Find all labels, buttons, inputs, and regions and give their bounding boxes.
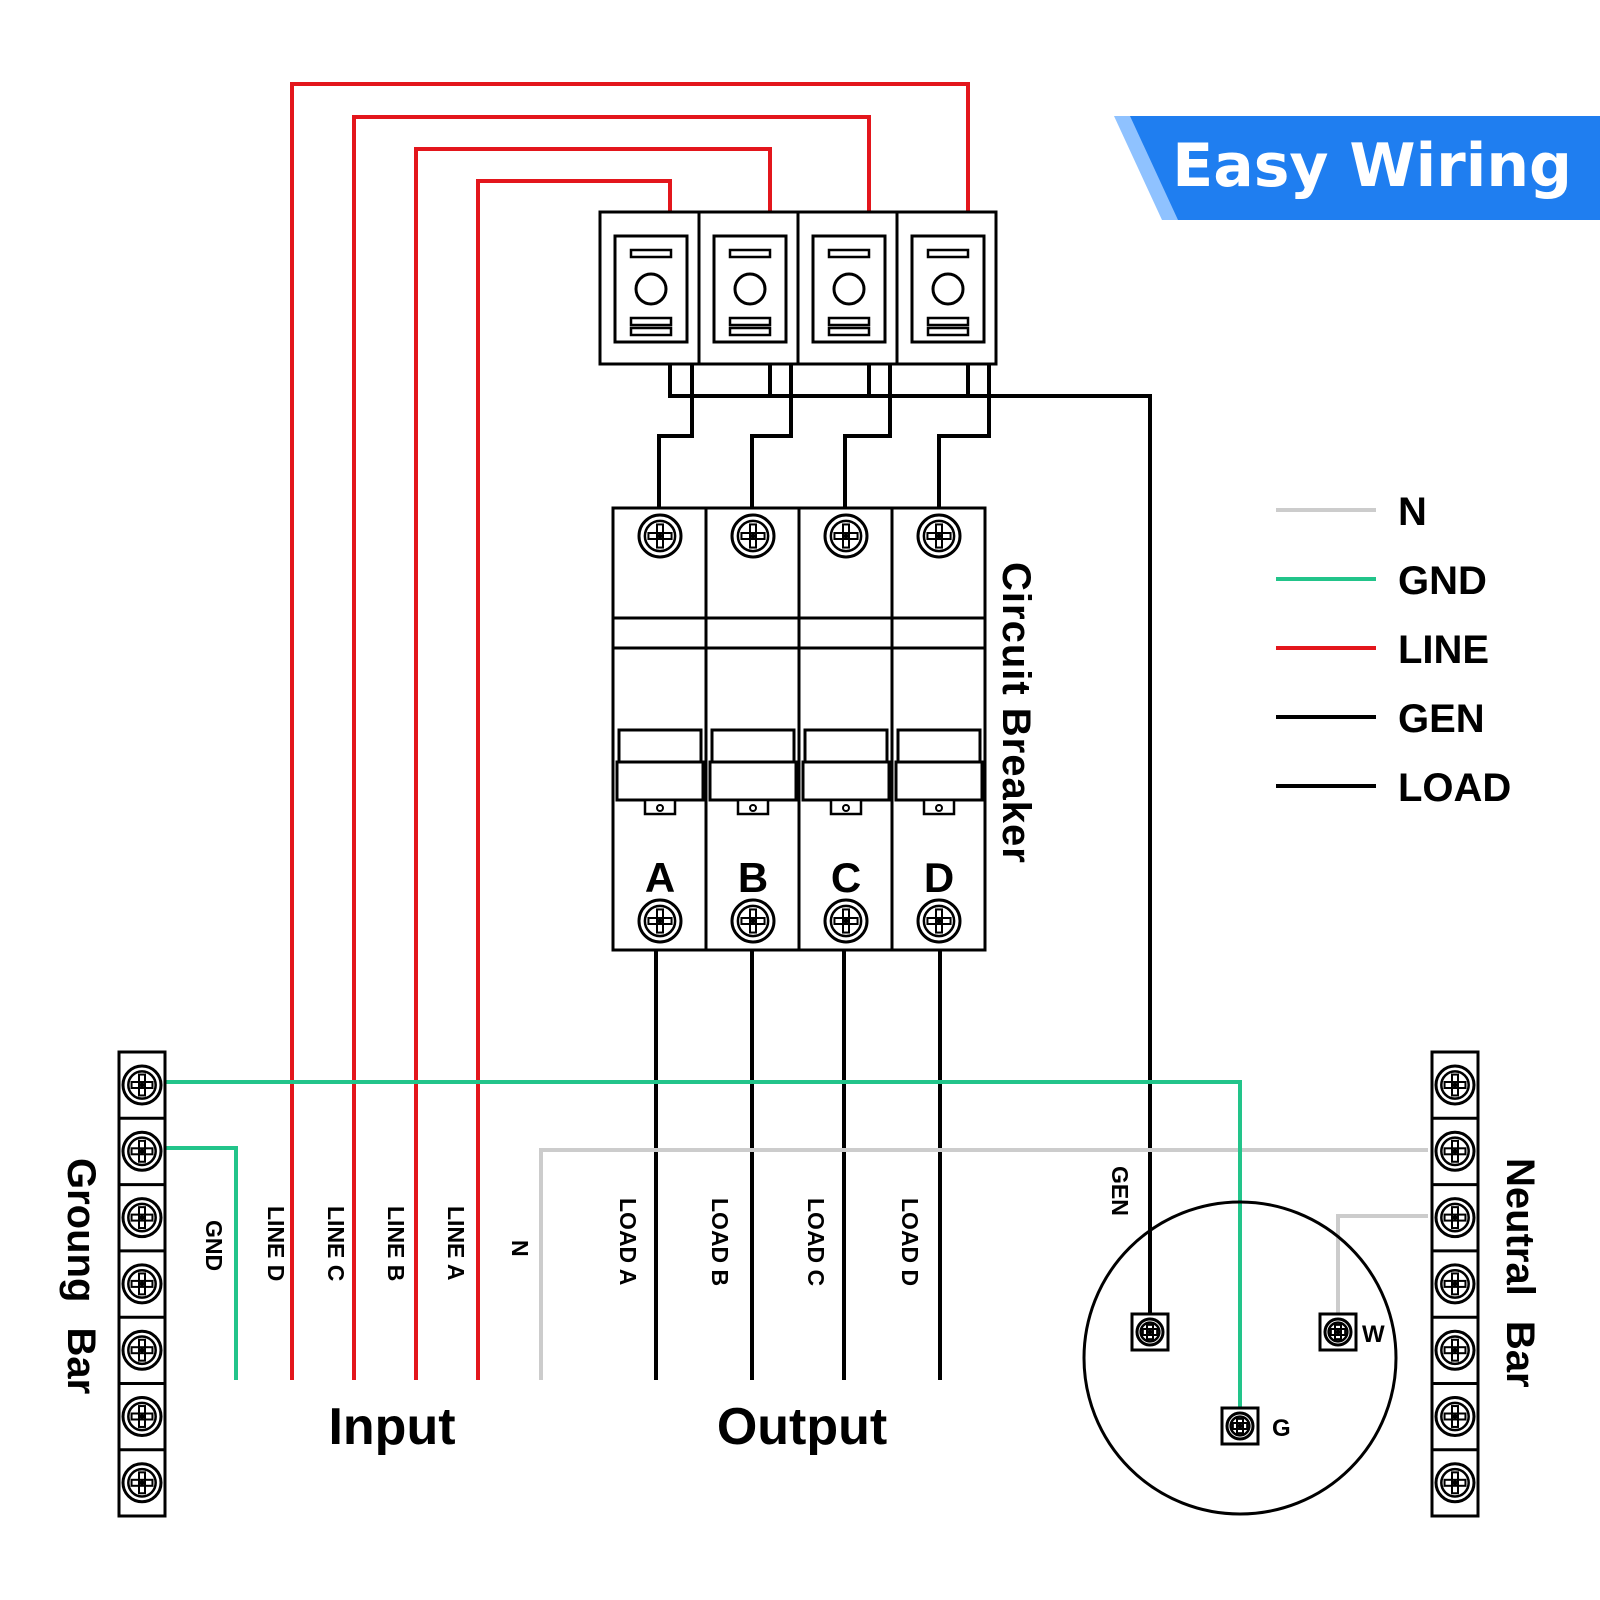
relay-switch-b (697, 210, 800, 366)
screw-terminal (1135, 1317, 1165, 1347)
relay-switches (598, 210, 998, 366)
screw-terminal (1434, 1263, 1476, 1305)
banner-background (1130, 116, 1600, 220)
screw-terminal (916, 898, 962, 944)
breaker-handle (710, 728, 796, 764)
legend-item-line: LINE (1276, 628, 1489, 672)
screw-terminal (637, 513, 683, 559)
screw-terminal (1434, 1396, 1476, 1437)
outlet-w-terminal (1318, 1312, 1358, 1352)
legend-item-load: LOAD (1276, 766, 1511, 810)
circuit-breaker: A B C D (611, 506, 987, 952)
breaker-handle (803, 728, 889, 764)
breaker-pole-d: D (894, 513, 984, 944)
gnd-label: GND (201, 1220, 227, 1271)
output-group-label: Output (717, 1398, 887, 1456)
legend-label: LINE (1398, 628, 1489, 672)
screw-terminal (121, 1130, 163, 1172)
breaker-toggle (801, 760, 891, 802)
relay-switch-a (598, 210, 701, 366)
legend-label: GND (1398, 559, 1487, 603)
input-label-2: LINE B (383, 1206, 409, 1281)
banner: Easy Wiring (1114, 116, 1600, 220)
n-wire (539, 1148, 1428, 1380)
line-a-wire (476, 179, 672, 1380)
legend-label: GEN (1398, 697, 1485, 741)
screw-terminal (637, 898, 683, 944)
neutral-bar (1430, 1050, 1480, 1518)
breaker-toggle (615, 760, 705, 802)
outlet-g-label: G (1272, 1415, 1291, 1442)
screw-terminal (1434, 1462, 1476, 1504)
line-d-wire (290, 82, 970, 1380)
outlet-w-label: W (1362, 1321, 1385, 1348)
legend: N GND LINE GEN LOAD (1276, 490, 1511, 810)
screw-terminal (1434, 1064, 1476, 1106)
screw-terminal (916, 513, 962, 559)
gnd-input-wire (164, 1146, 238, 1380)
screw-terminal (823, 898, 869, 944)
relay-switch-d (895, 210, 998, 366)
screw-terminal (121, 1064, 163, 1106)
input-label-0: LINE D (263, 1206, 289, 1281)
screw-terminal (121, 1197, 163, 1239)
legend-label: LOAD (1398, 766, 1511, 810)
outlet: WG (1082, 1200, 1398, 1516)
line-c-wire (352, 115, 871, 1380)
outlet-w-wire (1336, 1214, 1428, 1332)
wire-labels: GND LINE D LINE C LINE B LINE A N LOAD A LOAD B… (201, 1166, 1133, 1286)
line-b-wire (414, 147, 772, 1380)
breaker-toggle (708, 760, 798, 802)
input-label-1: LINE C (323, 1206, 349, 1281)
screw-terminal (823, 513, 869, 559)
input-group-label: Input (328, 1398, 455, 1456)
breaker-pole-b: B (708, 513, 798, 944)
legend-item-gen: GEN (1276, 697, 1485, 741)
breaker-pole-label: D (924, 854, 954, 901)
screw-terminal (1434, 1329, 1476, 1371)
breaker-handle (896, 728, 982, 764)
banner-title: Easy Wiring (1172, 131, 1572, 201)
breaker-pole-label: A (645, 854, 675, 901)
screw-terminal (121, 1396, 163, 1437)
ground-bar-title: Groung Bar (59, 1158, 103, 1394)
legend-item-gnd: GND (1276, 559, 1487, 603)
output-label-0: LOAD A (615, 1198, 641, 1285)
outlet-body (1082, 1200, 1398, 1516)
screw-terminal (1434, 1197, 1476, 1239)
screw-terminal (121, 1462, 163, 1504)
circuit-breaker-title: Circuit Breaker (994, 562, 1038, 864)
outlet-gen-terminal (1130, 1312, 1170, 1352)
screw-terminal (1434, 1130, 1476, 1172)
screw-terminal (1323, 1317, 1353, 1347)
gen-label: GEN (1107, 1166, 1133, 1216)
relay-switch-c (796, 210, 899, 366)
breaker-pole-a: A (615, 513, 705, 944)
ground-bar (117, 1050, 167, 1518)
breaker-pole-c: C (801, 513, 891, 944)
screw-terminal (730, 513, 776, 559)
breaker-pole-label: B (738, 854, 768, 901)
legend-item-n: N (1276, 490, 1427, 534)
n-label: N (507, 1240, 533, 1257)
input-label-3: LINE A (443, 1206, 469, 1281)
breaker-handle (617, 728, 703, 764)
screw-terminal (121, 1263, 163, 1305)
outlet-g-terminal (1220, 1406, 1260, 1446)
output-label-2: LOAD C (803, 1198, 829, 1286)
breaker-pole-label: C (831, 854, 861, 901)
screw-terminal (730, 898, 776, 944)
screw-terminal (121, 1329, 163, 1371)
legend-label: N (1398, 490, 1427, 534)
gen-wire (668, 350, 1152, 1332)
gnd-main-wire (164, 1080, 1242, 1422)
breaker-toggle (894, 760, 984, 802)
output-label-3: LOAD D (897, 1198, 923, 1286)
neutral-bar-title: Neutral Bar (1498, 1158, 1542, 1388)
output-label-1: LOAD B (707, 1198, 733, 1286)
screw-terminal (1225, 1411, 1255, 1441)
